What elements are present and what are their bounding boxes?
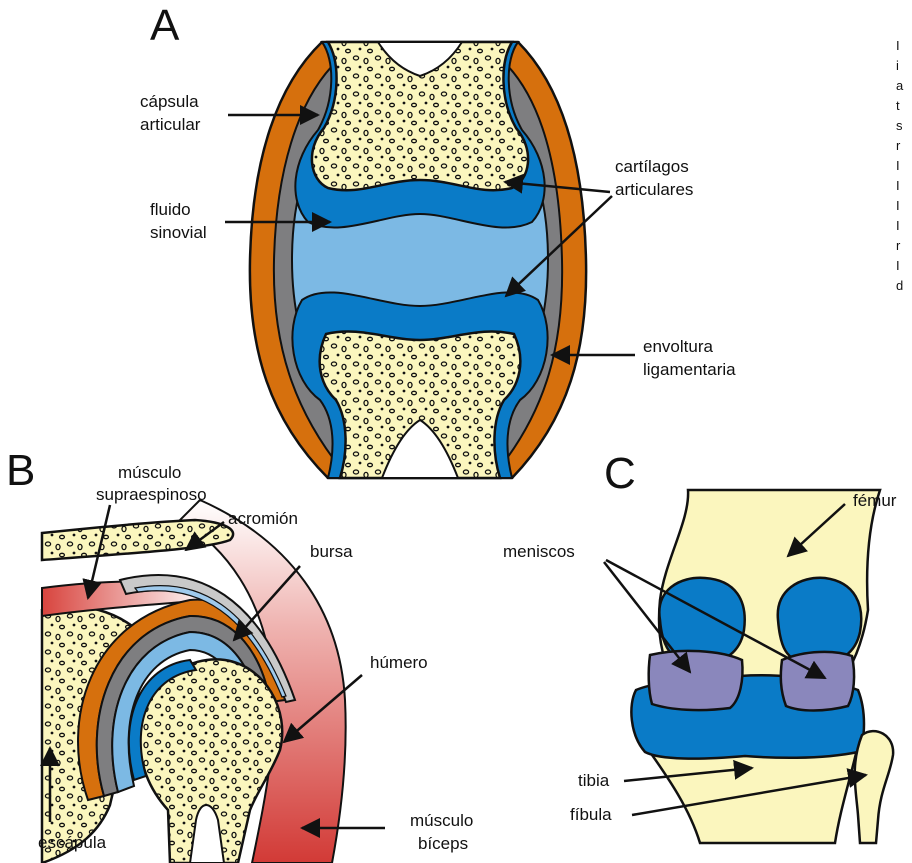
meniscus-left	[649, 651, 743, 710]
label-capsula-l2: articular	[140, 115, 201, 134]
side-text-line: I	[896, 38, 900, 53]
panel-c: C fémur meniscos tibia fíbula	[503, 449, 897, 843]
label-capsula-l1: cápsula	[140, 92, 199, 111]
panel-a: A cápsula articular fluido sinovial cart…	[140, 1, 736, 478]
panel-c-letter: C	[604, 449, 636, 498]
label-escapula: escápula	[38, 833, 107, 852]
label-fibula: fíbula	[570, 805, 612, 824]
side-text-line: I	[896, 218, 900, 233]
label-tibia: tibia	[578, 771, 610, 790]
panel-b: B músculo supraespinoso acromión bursa h…	[6, 446, 473, 863]
acromion	[42, 520, 233, 560]
side-text-line: d	[896, 278, 903, 293]
label-fluido-l2: sinovial	[150, 223, 207, 242]
side-text-line: I	[896, 178, 900, 193]
side-text-line: s	[896, 118, 903, 133]
side-text-line: I	[896, 158, 900, 173]
panel-a-letter: A	[150, 1, 180, 50]
fibula	[855, 731, 893, 843]
label-acromion: acromión	[228, 509, 298, 528]
label-cartilagos-l2: articulares	[615, 180, 693, 199]
label-humero: húmero	[370, 653, 428, 672]
label-supraespinoso-l2: supraespinoso	[96, 485, 207, 504]
label-femur: fémur	[853, 491, 897, 510]
side-text-line: r	[896, 138, 901, 153]
label-meniscos: meniscos	[503, 542, 575, 561]
label-envoltura-l2: ligamentaria	[643, 360, 736, 379]
side-text-line: I	[896, 258, 900, 273]
label-supraespinoso-l1: músculo	[118, 463, 181, 482]
label-bursa: bursa	[310, 542, 353, 561]
label-biceps-l1: músculo	[410, 811, 473, 830]
side-text-line: r	[896, 238, 901, 253]
label-biceps-l2: bíceps	[418, 834, 468, 853]
label-fluido-l1: fluido	[150, 200, 191, 219]
label-envoltura-l1: envoltura	[643, 337, 713, 356]
label-cartilagos-l1: cartílagos	[615, 157, 689, 176]
side-text-line: t	[896, 98, 900, 113]
panel-b-letter: B	[6, 446, 35, 495]
side-text-line: I	[896, 198, 900, 213]
side-text-line: a	[896, 78, 904, 93]
side-text-line: i	[896, 58, 899, 73]
